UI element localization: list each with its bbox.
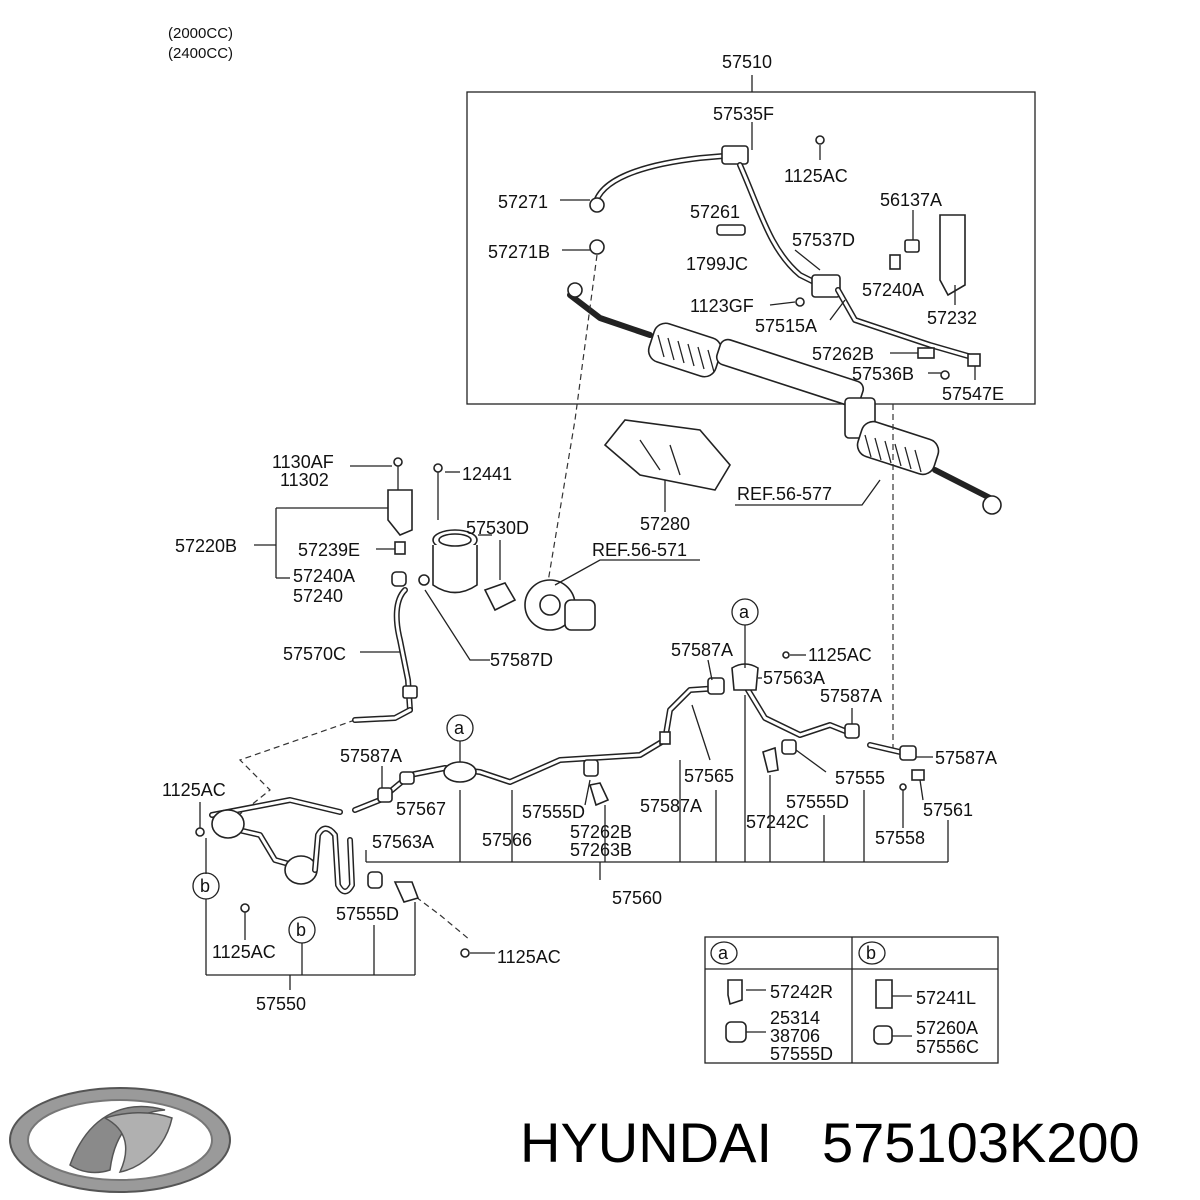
label-57271: 57271 bbox=[498, 192, 548, 212]
label-1125AC-mid: 1125AC bbox=[808, 645, 872, 665]
legend-a-item-3: 38706 bbox=[770, 1026, 820, 1046]
marker-b-left: b bbox=[200, 876, 210, 896]
part-number: 575103K200 bbox=[822, 1111, 1140, 1174]
label-57261: 57261 bbox=[690, 202, 740, 222]
label-57262B-bot: 57262B bbox=[570, 822, 632, 842]
label-57587D: 57587D bbox=[490, 650, 553, 670]
marker-b-right: b bbox=[296, 920, 306, 940]
label-57530D: 57530D bbox=[466, 518, 529, 538]
label-57536B: 57536B bbox=[852, 364, 914, 384]
label-57587A-d: 57587A bbox=[340, 746, 402, 766]
label-57220B: 57220B bbox=[175, 536, 237, 556]
label-ref56-577: REF.56-577 bbox=[737, 484, 832, 504]
reservoir-group: 1130AF 11302 12441 57220B 57239E 57240A … bbox=[175, 419, 881, 723]
label-57537D: 57537D bbox=[792, 230, 855, 250]
label-57515A: 57515A bbox=[755, 316, 817, 336]
label-57547E: 57547E bbox=[942, 384, 1004, 404]
label-57280: 57280 bbox=[640, 514, 690, 534]
label-57560: 57560 bbox=[612, 888, 662, 908]
legend-a-key: a bbox=[718, 943, 729, 963]
label-57550: 57550 bbox=[256, 994, 306, 1014]
label-57262B-top: 57262B bbox=[812, 344, 874, 364]
engine-note-2000cc: (2000CC) bbox=[168, 25, 233, 42]
label-57587A-e: 57587A bbox=[640, 796, 702, 816]
label-1125AC-left: 1125AC bbox=[162, 780, 226, 800]
legend-b-item-3: 57556C bbox=[916, 1037, 979, 1057]
label-57263B: 57263B bbox=[570, 840, 632, 860]
legend-a-item-1: 57242R bbox=[770, 982, 833, 1002]
legend-b-key: b bbox=[866, 943, 876, 963]
label-57561: 57561 bbox=[923, 800, 973, 820]
label-57535F: 57535F bbox=[713, 104, 774, 124]
label-57239E: 57239E bbox=[298, 540, 360, 560]
label-1125AC-low: 1125AC bbox=[212, 942, 276, 962]
legend-a-item-2: 25314 bbox=[770, 1008, 820, 1028]
legend-table: a b 57242R 25314 38706 57555D 57241L 572… bbox=[704, 936, 999, 1064]
label-57555D-mid: 57555D bbox=[786, 792, 849, 812]
label-57587A-c: 57587A bbox=[935, 748, 997, 768]
label-57555: 57555 bbox=[835, 768, 885, 788]
marker-a-mid: a bbox=[454, 718, 465, 738]
legend-b-item-2: 57260A bbox=[916, 1018, 978, 1038]
label-1799JC: 1799JC bbox=[686, 254, 748, 274]
label-57555D-low: 57555D bbox=[336, 904, 399, 924]
label-1125AC-top: 1125AC bbox=[784, 166, 848, 186]
marker-a-top: a bbox=[739, 602, 750, 622]
hyundai-logo-icon bbox=[9, 1087, 231, 1193]
cooler-pipe-group: a a 57587A 1125AC 57563A 57587A 57587A 5… bbox=[340, 598, 997, 908]
engine-note-2400cc: (2400CC) bbox=[168, 45, 233, 62]
label-57240A-top: 57240A bbox=[862, 280, 924, 300]
brand-name: HYUNDAI bbox=[520, 1111, 772, 1174]
label-57555D-a: 57555D bbox=[522, 802, 585, 822]
label-57232: 57232 bbox=[927, 308, 977, 328]
label-57565: 57565 bbox=[684, 766, 734, 786]
oil-cooler-group: 1125AC b b 1125AC 57555D 1125AC 57550 bbox=[162, 780, 561, 1014]
label-57271B: 57271B bbox=[488, 242, 550, 262]
label-57563A-bot: 57563A bbox=[372, 832, 434, 852]
label-1123GF: 1123GF bbox=[690, 296, 754, 316]
label-1125AC-right: 1125AC bbox=[497, 947, 561, 967]
label-57587A-a: 57587A bbox=[671, 640, 733, 660]
label-57563A-top: 57563A bbox=[763, 668, 825, 688]
label-1130AF: 1130AF bbox=[272, 452, 334, 472]
label-ref56-571: REF.56-571 bbox=[592, 540, 687, 560]
label-11302: 11302 bbox=[280, 470, 329, 490]
label-57510: 57510 bbox=[722, 52, 772, 72]
steering-gear-group: 57510 bbox=[466, 52, 1036, 515]
label-57240A: 57240A bbox=[293, 566, 355, 586]
label-12441: 12441 bbox=[462, 464, 512, 484]
legend-a-item-4: 57555D bbox=[770, 1044, 833, 1064]
label-57240: 57240 bbox=[293, 586, 343, 606]
label-57570C: 57570C bbox=[283, 644, 346, 664]
label-57566: 57566 bbox=[482, 830, 532, 850]
label-56137A: 56137A bbox=[880, 190, 942, 210]
label-57567: 57567 bbox=[396, 799, 446, 819]
label-57558: 57558 bbox=[875, 828, 925, 848]
legend-b-item-1: 57241L bbox=[916, 988, 976, 1008]
label-57242C: 57242C bbox=[746, 812, 809, 832]
label-57587A-b: 57587A bbox=[820, 686, 882, 706]
